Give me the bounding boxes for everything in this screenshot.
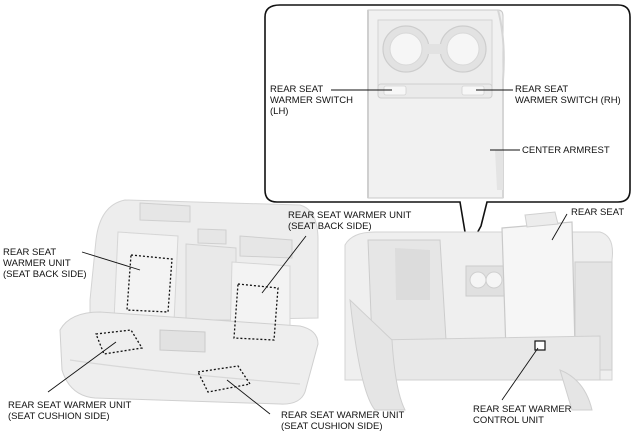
- label-rear-seat-warmer-switch-lh: REAR SEAT WARMER SWITCH (LH): [270, 84, 354, 117]
- label-rear-seat-warmer-unit-seat-cushion-side-right: REAR SEAT WARMER UNIT (SEAT CUSHION SIDE…: [281, 410, 405, 432]
- leader-cushion-left: [47, 341, 117, 393]
- label-rear-seat-warmer-unit-seat-cushion-side-left: REAR SEAT WARMER UNIT (SEAT CUSHION SIDE…: [8, 400, 132, 422]
- leader-control-unit: [501, 347, 539, 401]
- leader-seat-back-top: [261, 235, 307, 294]
- label-rear-seat-warmer-unit-seat-back-side-left: REAR SEAT WARMER UNIT (SEAT BACK SIDE): [3, 247, 87, 280]
- seat-warmer-switch-rh: [461, 85, 485, 96]
- seat-back-warmer-lh: [126, 254, 173, 313]
- seat-cushion-warmer-rh: [197, 365, 252, 393]
- leader-lines: [47, 89, 568, 415]
- label-rear-seat: REAR SEAT: [571, 207, 625, 218]
- label-center-armrest: CENTER ARMREST: [522, 145, 610, 156]
- label-rear-seat-warmer-unit-seat-back-side-top: REAR SEAT WARMER UNIT (SEAT BACK SIDE): [288, 210, 412, 232]
- rear-seat-illustration: [59, 199, 319, 405]
- seat-back-warmer-rh: [233, 283, 279, 341]
- vehicle-interior-illustration: [344, 211, 613, 411]
- label-rear-seat-warmer-control-unit: REAR SEAT WARMER CONTROL UNIT: [473, 404, 572, 426]
- seat-warmer-switch-lh: [383, 85, 407, 96]
- center-armrest-illustration: [367, 9, 505, 199]
- leader-rear-seat: [551, 213, 568, 241]
- leader-seat-back-left: [81, 251, 141, 271]
- seat-cushion-warmer-lh: [95, 329, 144, 355]
- label-rear-seat-warmer-switch-rh: REAR SEAT WARMER SWITCH (RH): [515, 84, 621, 106]
- leader-cushion-right: [226, 379, 271, 415]
- control-unit-marker: [534, 340, 546, 351]
